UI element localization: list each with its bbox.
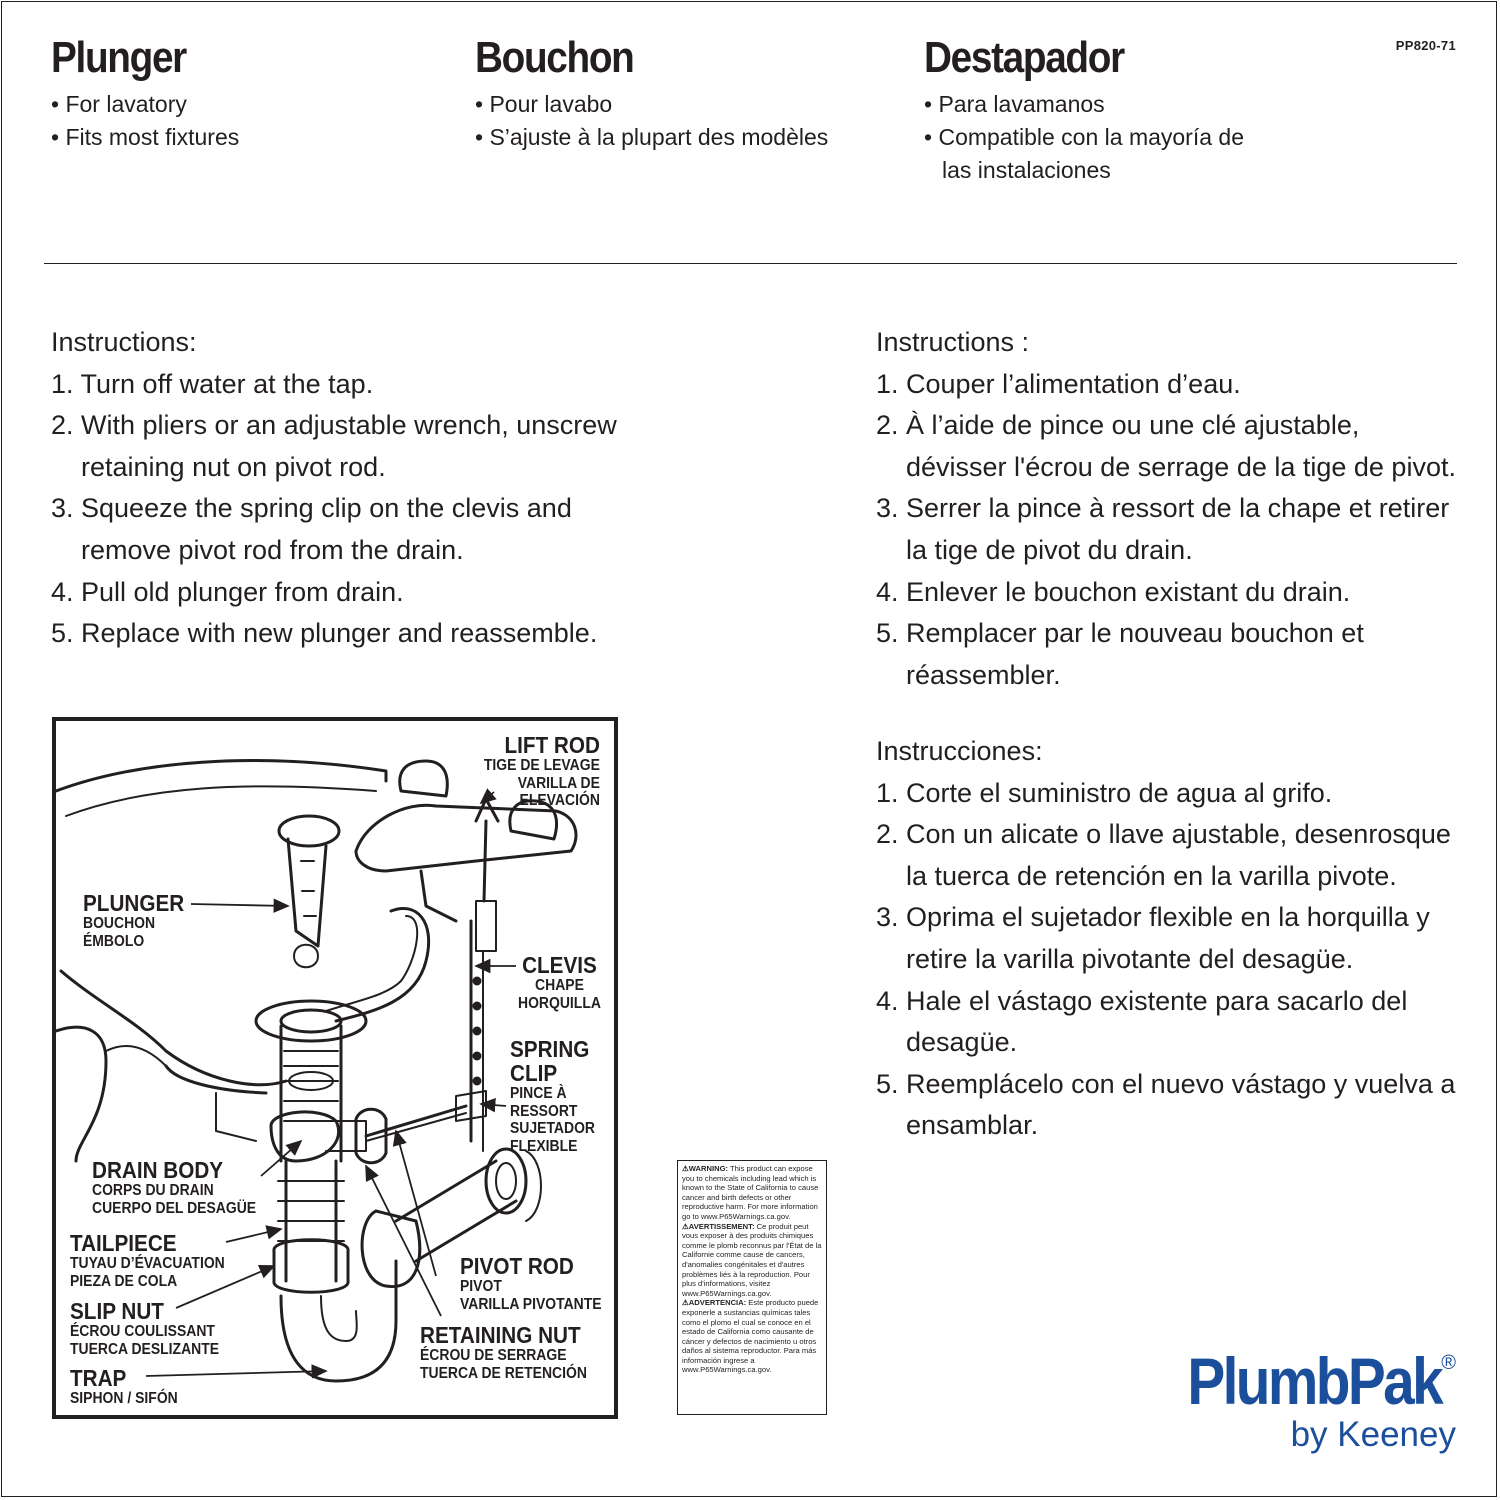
step: 3. Squeeze the spring clip on the clevis… (51, 493, 572, 565)
step: 4. Hale el vástago existente para sacarl… (876, 985, 1408, 1058)
label-clevis: CLEVIS CHAPE HORQUILLA (518, 952, 601, 1012)
step: 1. Couper l’alimentation d’eau. (876, 368, 1241, 399)
warning-english: ⚠WARNING: This product can expose you to… (682, 1164, 819, 1221)
step: 5. Reemplácelo con el nuevo vástago y vu… (876, 1068, 1456, 1141)
instructions-heading: Instructions: (51, 327, 197, 357)
instructions-english: Instructions: 1. Turn off water at the t… (51, 322, 621, 655)
instructions-heading: Instructions : (876, 327, 1030, 357)
label-trap: TRAP SIPHON / SIFÓN (70, 1365, 178, 1407)
label-spring-clip: SPRING CLIP PINCE À RESSORT SUJETADOR FL… (510, 1036, 596, 1155)
title-english: Plunger (51, 33, 187, 82)
step: 3. Oprima el sujetador flexible en la ho… (876, 902, 1430, 974)
header-spanish: Destapador Para lavamanos Compatible con… (924, 36, 1264, 187)
warning-french: ⚠AVERTISSEMENT: Ce produit peut vous exp… (682, 1221, 822, 1298)
plumbing-illustration (56, 759, 578, 1383)
header-english: Plunger For lavatory Fits most fixtures (51, 36, 239, 154)
title-spanish: Destapador (924, 33, 1125, 82)
divider (44, 263, 1457, 264)
warning-spanish: ⚠ADVERTENCIA: Este producto puede expone… (682, 1298, 819, 1375)
label-retaining-nut: RETAINING NUT ÉCROU DE SERRAGE TUERCA DE… (420, 1322, 587, 1382)
label-pivot-rod: PIVOT ROD PIVOT VARILLA PIVOTANTE (460, 1253, 602, 1313)
label-lift-rod: LIFT ROD TIGE DE LEVAGE VARILLA DE ELEVA… (483, 732, 600, 809)
bullet: Pour lavabo (475, 88, 828, 121)
step: 5. Replace with new plunger and reassemb… (51, 618, 598, 649)
bullet: Fits most fixtures (51, 121, 239, 154)
step: 5. Remplacer par le nouveau bouchon et r… (876, 618, 1364, 690)
step: 4. Enlever le bouchon existant du drain. (876, 576, 1351, 607)
instructions-spanish: Instrucciones: 1. Corte el suministro de… (876, 731, 1456, 1147)
bullet: For lavatory (51, 88, 239, 121)
step: 3. Serrer la pince à ressort de la chape… (876, 493, 1450, 565)
step: 2. À l’aide de pince ou une clé ajustabl… (876, 410, 1456, 482)
step: 4. Pull old plunger from drain. (51, 576, 404, 607)
bullet: Compatible con la mayoría de las instala… (924, 121, 1264, 187)
step: 2. Con un alicate o llave ajustable, des… (876, 819, 1451, 891)
title-french: Bouchon (475, 33, 635, 82)
assembly-diagram: LIFT ROD TIGE DE LEVAGE VARILLA DE ELEVA… (52, 717, 618, 1419)
bullet: Para lavamanos (924, 88, 1264, 121)
plumbpak-logo: PlumbPak® by Keeney (1146, 1348, 1456, 1454)
logo-registered-mark: ® (1441, 1352, 1456, 1374)
header-french: Bouchon Pour lavabo S’ajuste à la plupar… (475, 36, 828, 154)
bullet: S’ajuste à la plupart des modèles (475, 121, 828, 154)
logo-byline: by Keeney (1290, 1415, 1456, 1454)
label-drain-body: DRAIN BODY CORPS DU DRAIN CUERPO DEL DES… (92, 1157, 257, 1217)
step: 1. Corte el suministro de agua al grifo. (876, 777, 1333, 808)
logo-brand: PlumbPak (1187, 1344, 1443, 1418)
prop65-warning: ⚠WARNING: This product can expose you to… (677, 1160, 827, 1415)
label-plunger: PLUNGER BOUCHON ÉMBOLO (83, 890, 185, 950)
label-slip-nut: SLIP NUT ÉCROU COULISSANT TUERCA DESLIZA… (70, 1298, 220, 1358)
instructions-french: Instructions : 1. Couper l’alimentation … (876, 322, 1456, 696)
instructions-heading: Instrucciones: (876, 736, 1043, 766)
product-code: PP820-71 (1395, 38, 1456, 53)
step: 1. Turn off water at the tap. (51, 368, 374, 399)
step: 2. With pliers or an adjustable wrench, … (51, 410, 617, 482)
label-tailpiece: TAILPIECE TUYAU D’ÉVACUATION PIEZA DE CO… (70, 1230, 225, 1290)
